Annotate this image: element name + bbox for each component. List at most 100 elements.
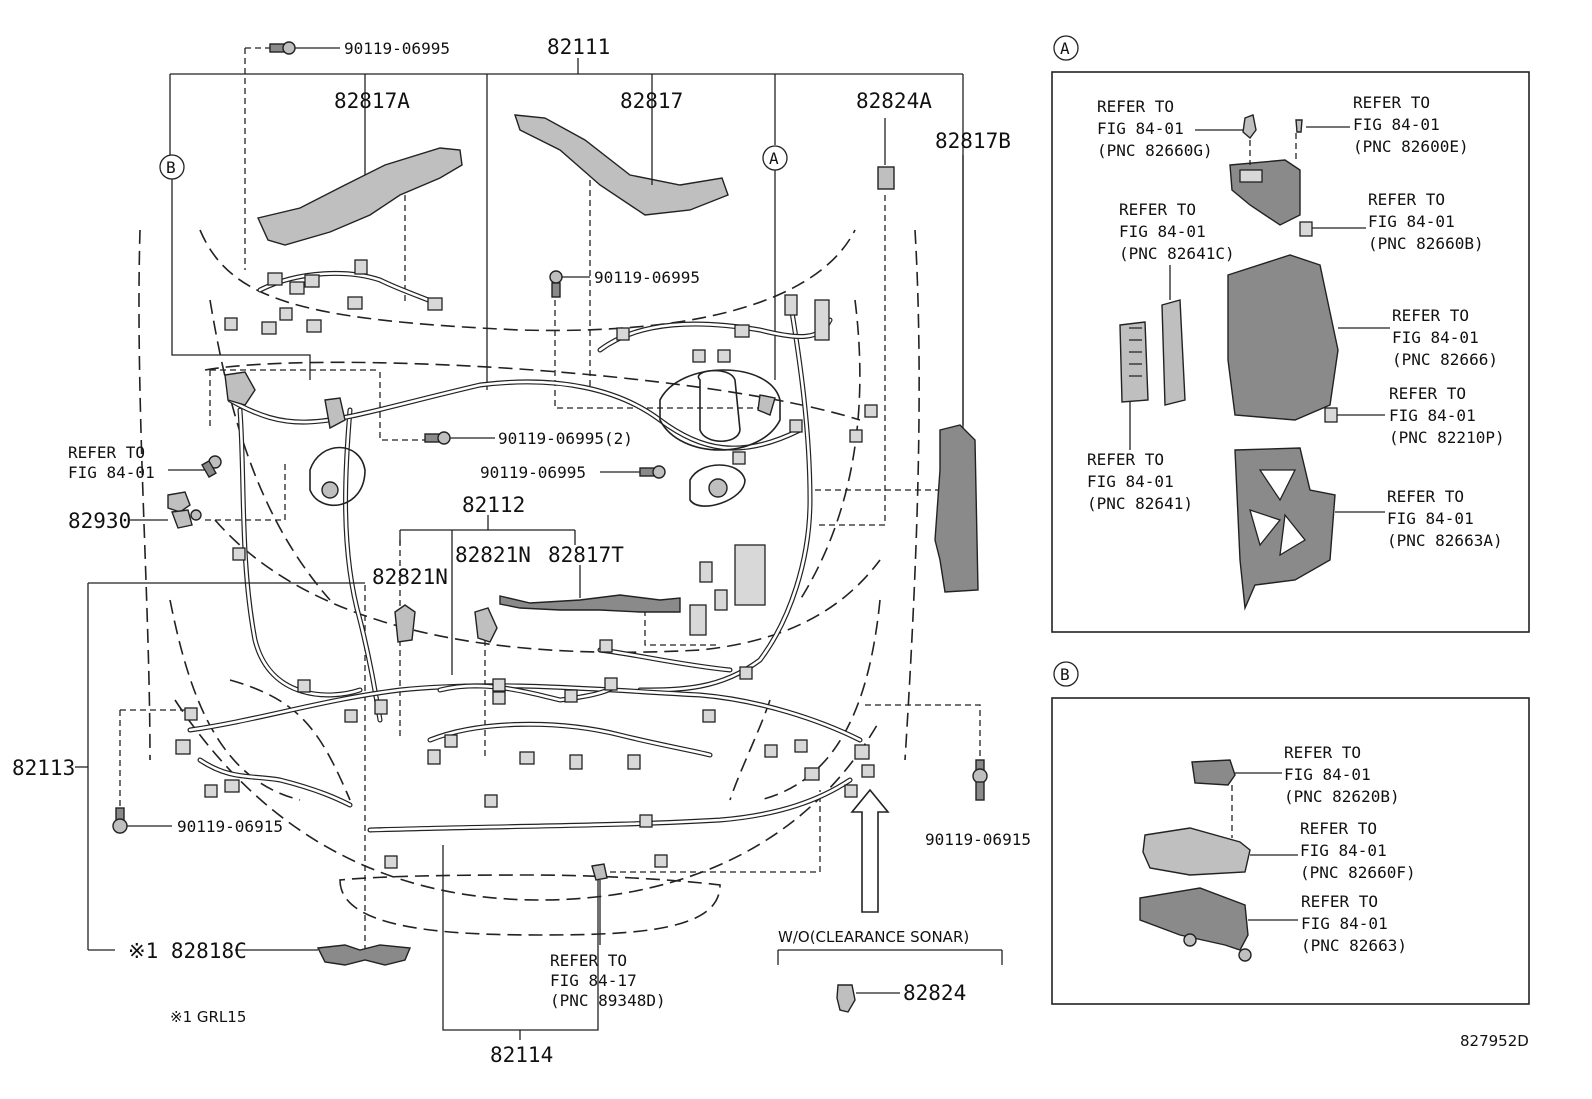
inset-a-ref-4-l1: REFER TO <box>1119 200 1196 219</box>
car-outline <box>138 229 920 936</box>
label-footnote: ※1 GRL15 <box>170 1008 246 1026</box>
label-bolt-mid3: 90119-06995 <box>480 463 586 482</box>
inset-a-ref-1-l3: (PNC 82660G) <box>1097 141 1213 160</box>
dashed-leaders <box>119 47 981 950</box>
label-82817t: 82817T <box>548 543 624 567</box>
inset-b-ref-3-l3: (PNC 82663) <box>1301 936 1407 955</box>
inset-b-marker: B <box>1060 665 1070 684</box>
inset-b-ref-1-l2: FIG 84-01 <box>1284 765 1371 784</box>
label-82821n-a: 82821N <box>372 565 448 589</box>
inset-b-ref-1-l3: (PNC 82620B) <box>1284 787 1400 806</box>
inset-a-ref-5-l1: REFER TO <box>1392 306 1469 325</box>
label-refer-bottom-1: REFER TO <box>550 951 627 970</box>
bolt-90119-06915-left <box>112 807 172 834</box>
harness-82112-bracket <box>399 515 576 675</box>
inset-a-ref-6-l1: REFER TO <box>1389 384 1466 403</box>
inset-a-ref-5-l3: (PNC 82666) <box>1392 350 1498 369</box>
label-82818c: ※1 82818C <box>128 939 247 963</box>
marker-a-main: A <box>762 145 788 171</box>
part-82824-clip <box>836 984 900 1013</box>
label-refer-bottom-2: FIG 84-17 <box>550 971 637 990</box>
inset-a-ref-2-l1: REFER TO <box>1353 93 1430 112</box>
inset-b: B REFER TO FIG 84-01 (PNC 82620B) REFER … <box>1051 661 1530 1005</box>
wo-sonar-bracket <box>777 949 1003 965</box>
label-82114: 82114 <box>490 1043 553 1067</box>
harness-82114-bumper <box>367 777 853 833</box>
inset-a-ref-3-l2: FIG 84-01 <box>1368 212 1455 231</box>
marker-b-main: B <box>159 154 185 180</box>
part-82821n-b <box>474 607 498 643</box>
label-bolt-mid: 90119-06995 <box>594 268 700 287</box>
label-bolt-low-left: 90119-06915 <box>177 817 283 836</box>
label-refer-left-1: REFER TO <box>68 443 145 462</box>
inset-a: A REFER TO FIG 84-01 (PNC 82660G) REFER … <box>1051 35 1530 633</box>
harness-82113-bracket <box>75 582 365 951</box>
inset-a-ref-1-l1: REFER TO <box>1097 97 1174 116</box>
part-82821n-a <box>394 604 416 643</box>
inset-a-ref-6-l3: (PNC 82210P) <box>1389 428 1505 447</box>
inset-a-ref-7-l1: REFER TO <box>1087 450 1164 469</box>
label-wo-sonar: W/O(CLEARANCE SONAR) <box>778 928 969 946</box>
inset-a-ref-3-l3: (PNC 82660B) <box>1368 234 1484 253</box>
label-82111: 82111 <box>547 35 610 59</box>
inset-a-ref-8-l2: FIG 84-01 <box>1387 509 1474 528</box>
inset-b-ref-1-l1: REFER TO <box>1284 743 1361 762</box>
label-82824: 82824 <box>903 981 966 1005</box>
inset-a-ref-7-l2: FIG 84-01 <box>1087 472 1174 491</box>
inset-a-ref-4-l2: FIG 84-01 <box>1119 222 1206 241</box>
label-bolt-low-right: 90119-06915 <box>925 830 1031 849</box>
inset-a-ref-2-l2: FIG 84-01 <box>1353 115 1440 134</box>
inset-a-marker: A <box>1060 39 1070 58</box>
inset-b-ref-3-l1: REFER TO <box>1301 892 1378 911</box>
inset-b-ref-2-l1: REFER TO <box>1300 819 1377 838</box>
harness-82113-front <box>187 647 863 808</box>
inset-b-ref-2-l3: (PNC 82660F) <box>1300 863 1416 882</box>
label-refer-bottom-3: (PNC 89348D) <box>550 991 666 1010</box>
part-82818c-protector <box>235 944 412 966</box>
label-82817a: 82817A <box>334 89 410 113</box>
harness-connectors <box>175 259 878 869</box>
label-bolt-top: 90119-06995 <box>344 39 450 58</box>
main-labels: 82111 90119-06995 82817A 82817 82824A 82… <box>12 35 1529 1067</box>
harness-engine-room <box>227 270 833 723</box>
inset-a-ref-8-l1: REFER TO <box>1387 487 1464 506</box>
inset-a-ref-5-l2: FIG 84-01 <box>1392 328 1479 347</box>
bolt-refer-left <box>168 455 222 479</box>
part-82817t-protector <box>499 565 681 613</box>
engine-components <box>224 369 781 507</box>
marker-b-main-text: B <box>166 158 176 177</box>
inset-a-ref-1-l2: FIG 84-01 <box>1097 119 1184 138</box>
label-fig-code: 827952D <box>1460 1032 1529 1050</box>
label-82113: 82113 <box>12 756 75 780</box>
part-82817a-protector <box>257 110 463 246</box>
label-refer-left-2: FIG 84-01 <box>68 463 155 482</box>
part-82817b-protector <box>934 155 979 593</box>
inset-b-ref-2-l2: FIG 84-01 <box>1300 841 1387 860</box>
label-82817: 82817 <box>620 89 683 113</box>
inset-a-ref-4-l3: (PNC 82641C) <box>1119 244 1235 263</box>
bolt-90119-06995-top <box>269 41 340 55</box>
bolt-90119-06995-mid <box>549 270 590 298</box>
label-82930: 82930 <box>68 509 131 533</box>
inset-a-ref-3-l1: REFER TO <box>1368 190 1445 209</box>
sonar-variant-arrow <box>850 788 890 913</box>
part-82930-bracket <box>130 491 202 529</box>
inset-a-ref-6-l2: FIG 84-01 <box>1389 406 1476 425</box>
harness-82114-bracket <box>442 845 599 1040</box>
inset-a-ref-2-l3: (PNC 82600E) <box>1353 137 1469 156</box>
label-bolt-mid2: 90119-06995(2) <box>498 429 633 448</box>
inset-a-ref-7-l3: (PNC 82641) <box>1087 494 1193 513</box>
bolt-90119-06995-2 <box>424 431 495 445</box>
label-82824a: 82824A <box>856 89 932 113</box>
label-82112: 82112 <box>462 493 525 517</box>
part-82817-protector <box>513 110 729 216</box>
part-82824a-clip <box>877 118 895 190</box>
part-89348d-sensor <box>591 863 608 945</box>
inset-b-ref-3-l2: FIG 84-01 <box>1301 914 1388 933</box>
marker-a-main-text: A <box>769 149 779 168</box>
label-82821n-b: 82821N <box>455 543 531 567</box>
inset-a-ref-8-l3: (PNC 82663A) <box>1387 531 1503 550</box>
label-82817b: 82817B <box>935 129 1011 153</box>
